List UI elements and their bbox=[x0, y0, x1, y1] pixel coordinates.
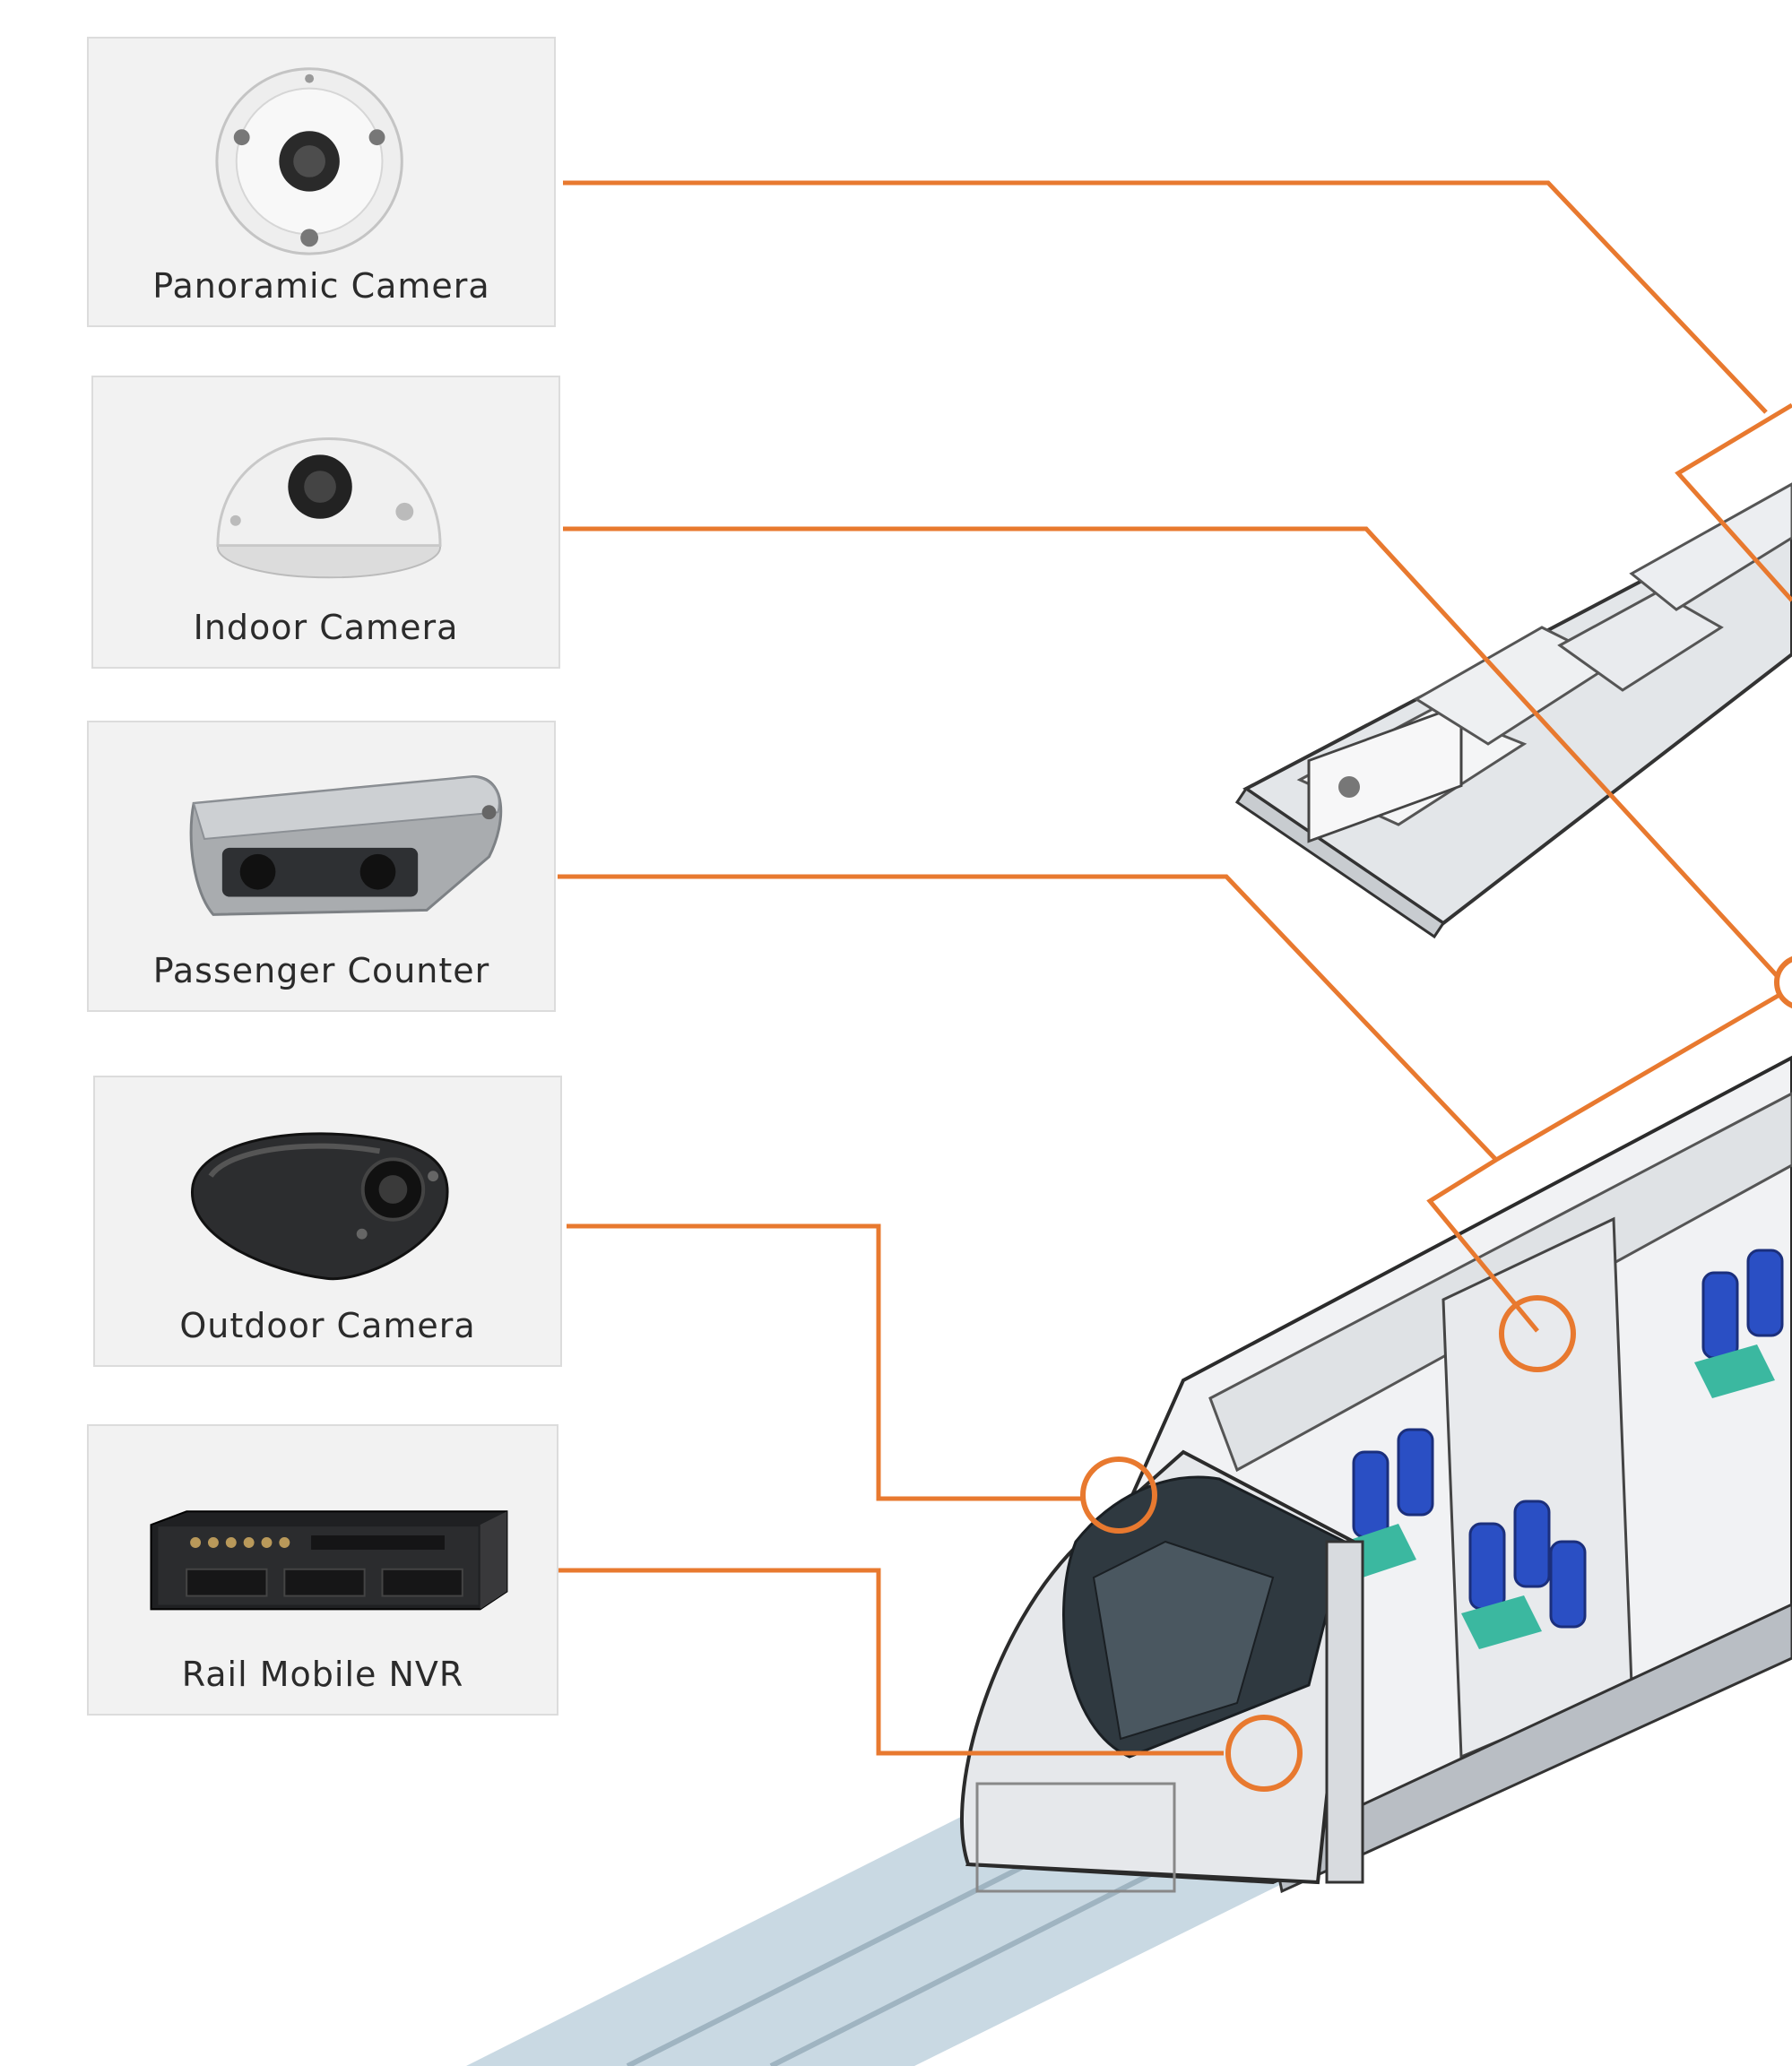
passenger-counter-icon bbox=[189, 775, 503, 916]
connector-panoramic bbox=[563, 180, 1768, 414]
outdoor-camera-icon bbox=[191, 1132, 449, 1281]
connector-indoor bbox=[563, 526, 1783, 982]
connector-panoramic-branch bbox=[1675, 402, 1792, 602]
product-label-passenger-counter: Passenger Counter bbox=[152, 951, 490, 990]
indoor-camera-icon bbox=[216, 437, 442, 579]
connector-outdoor bbox=[567, 1223, 1083, 1501]
product-label-panoramic-camera: Panoramic Camera bbox=[152, 266, 490, 306]
card-indoor-camera: Indoor Camera bbox=[91, 376, 560, 669]
card-rail-mobile-nvr: Rail Mobile NVR bbox=[87, 1424, 558, 1716]
callout-markers bbox=[1080, 956, 1792, 1792]
product-label-rail-mobile-nvr: Rail Mobile NVR bbox=[181, 1655, 464, 1694]
passenger-seats bbox=[1345, 1249, 1784, 1649]
connector-nvr bbox=[558, 1568, 1224, 1756]
train-cab bbox=[960, 1449, 1364, 1893]
panoramic-camera-icon bbox=[215, 67, 403, 255]
connector-indoor-branch bbox=[1426, 992, 1781, 1333]
card-outdoor-camera: Outdoor Camera bbox=[93, 1076, 562, 1367]
product-label-indoor-camera: Indoor Camera bbox=[193, 608, 459, 647]
train-roof-module bbox=[1234, 482, 1792, 939]
product-label-outdoor-camera: Outdoor Camera bbox=[179, 1306, 476, 1345]
callout-roof-edge bbox=[1774, 956, 1792, 1008]
card-panoramic-camera: Panoramic Camera bbox=[87, 37, 556, 327]
callout-nvr bbox=[1225, 1715, 1303, 1792]
connector-lines bbox=[558, 180, 1792, 1756]
rail-mobile-nvr-icon bbox=[150, 1510, 508, 1611]
connector-counter bbox=[558, 874, 1498, 1162]
card-passenger-counter: Passenger Counter bbox=[87, 721, 556, 1012]
callout-outdoor-camera bbox=[1080, 1457, 1157, 1534]
callout-indoor-camera bbox=[1499, 1295, 1576, 1372]
